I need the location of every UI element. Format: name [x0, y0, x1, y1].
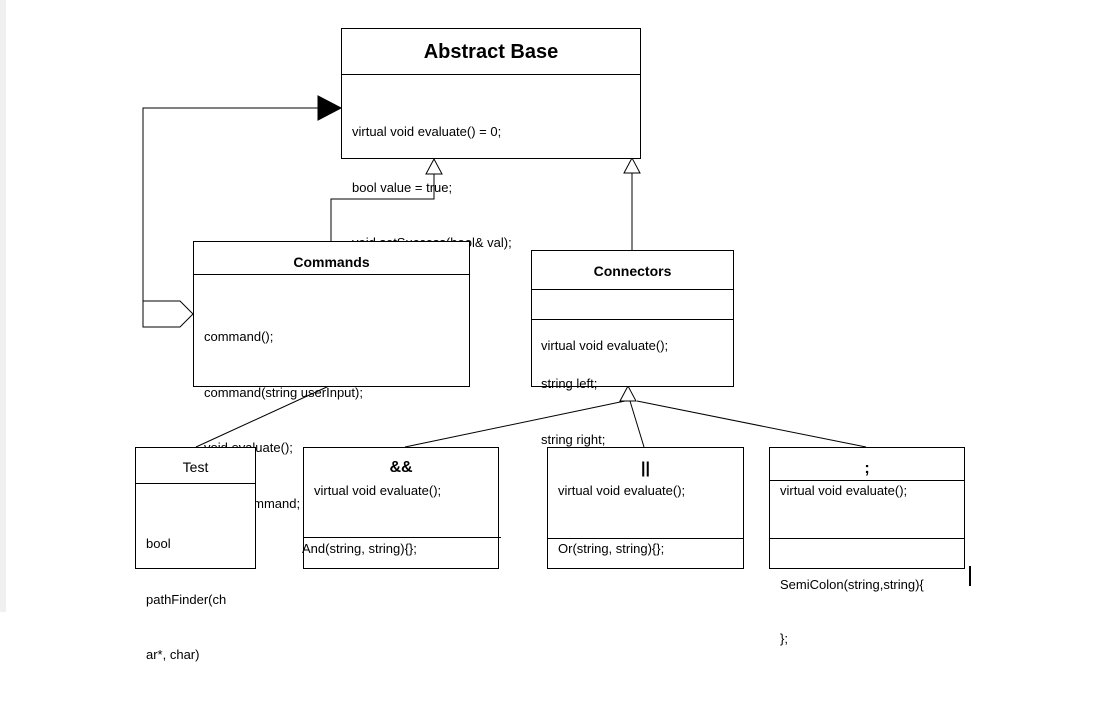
member: command(); — [204, 329, 274, 344]
and-constructor: And(string, string){}; — [302, 541, 417, 556]
member: ar*, char) — [146, 647, 200, 662]
connectors-fields: string left; string right; — [541, 338, 605, 486]
member: SemiColon(string,string){ — [780, 577, 924, 592]
or-constructor: Or(string, string){}; — [558, 541, 665, 556]
abstract-base-divider — [342, 74, 640, 75]
commands-inheritance-arrowhead — [425, 157, 443, 175]
member: string right; — [541, 431, 606, 447]
member: pathFinder(ch — [146, 591, 227, 607]
commands-class: Commands command(); command(string userI… — [193, 241, 470, 511]
or-title: || — [641, 460, 650, 477]
filled-arrowhead — [317, 95, 343, 121]
connectors-title: Connectors — [593, 263, 672, 279]
and-title: && — [389, 459, 413, 476]
member: }; — [780, 631, 788, 646]
abstract-base-class: Abstract Base virtual void evaluate() = … — [341, 28, 641, 306]
member: bool — [146, 536, 171, 551]
semicolon-inheritance-line — [636, 400, 867, 448]
member: virtual void evaluate(); — [541, 338, 669, 353]
member: command(string userInput); — [204, 384, 363, 400]
aggregation-diamond — [142, 300, 194, 328]
and-class: && virtual void evaluate(); And(string, … — [302, 447, 501, 569]
or-method: virtual void evaluate(); — [558, 483, 686, 498]
operators-inheritance-arrowhead — [619, 384, 637, 402]
connectors-methods: virtual void evaluate(); — [541, 300, 668, 393]
connector-lines — [142, 95, 867, 448]
semicolon-class: ; virtual void evaluate(); SemiColon(str… — [769, 447, 965, 646]
page-left-border — [0, 0, 6, 612]
semicolon-method: virtual void evaluate(); — [780, 483, 908, 498]
abstract-base-title: Abstract Base — [423, 41, 559, 63]
semicolon-constructor: SemiColon(string,string){ }; — [780, 540, 924, 684]
member: bool value = true; — [352, 179, 453, 195]
member: virtual void evaluate() = 0; — [352, 124, 502, 139]
test-divider — [136, 483, 255, 484]
commands-aggregation-line — [142, 107, 318, 301]
test-title: Test — [182, 459, 209, 475]
test-members: bool pathFinder(ch ar*, char) — [146, 498, 226, 702]
commands-divider — [194, 274, 469, 275]
text-cursor — [969, 566, 971, 586]
semicolon-title: ; — [864, 460, 870, 477]
test-association-line — [195, 385, 330, 448]
or-inheritance-line — [629, 400, 645, 448]
test-class: Test bool pathFinder(ch ar*, char) — [135, 447, 256, 662]
connectors-divider-2 — [532, 319, 733, 320]
and-method: virtual void evaluate(); — [314, 483, 442, 498]
commands-inheritance-line — [330, 174, 435, 241]
and-inheritance-line — [404, 400, 626, 448]
commands-title: Commands — [293, 254, 370, 270]
or-class: || virtual void evaluate(); Or(string, s… — [547, 447, 744, 569]
connectors-class: Connectors virtual void evaluate(); stri… — [531, 250, 734, 447]
or-divider — [548, 538, 743, 539]
member: string left; — [541, 376, 598, 391]
semicolon-divider-2 — [770, 538, 964, 539]
and-divider — [304, 537, 501, 538]
semicolon-divider-1 — [770, 480, 964, 481]
connectors-inheritance-arrowhead — [623, 156, 641, 174]
connectors-divider-1 — [532, 289, 733, 290]
